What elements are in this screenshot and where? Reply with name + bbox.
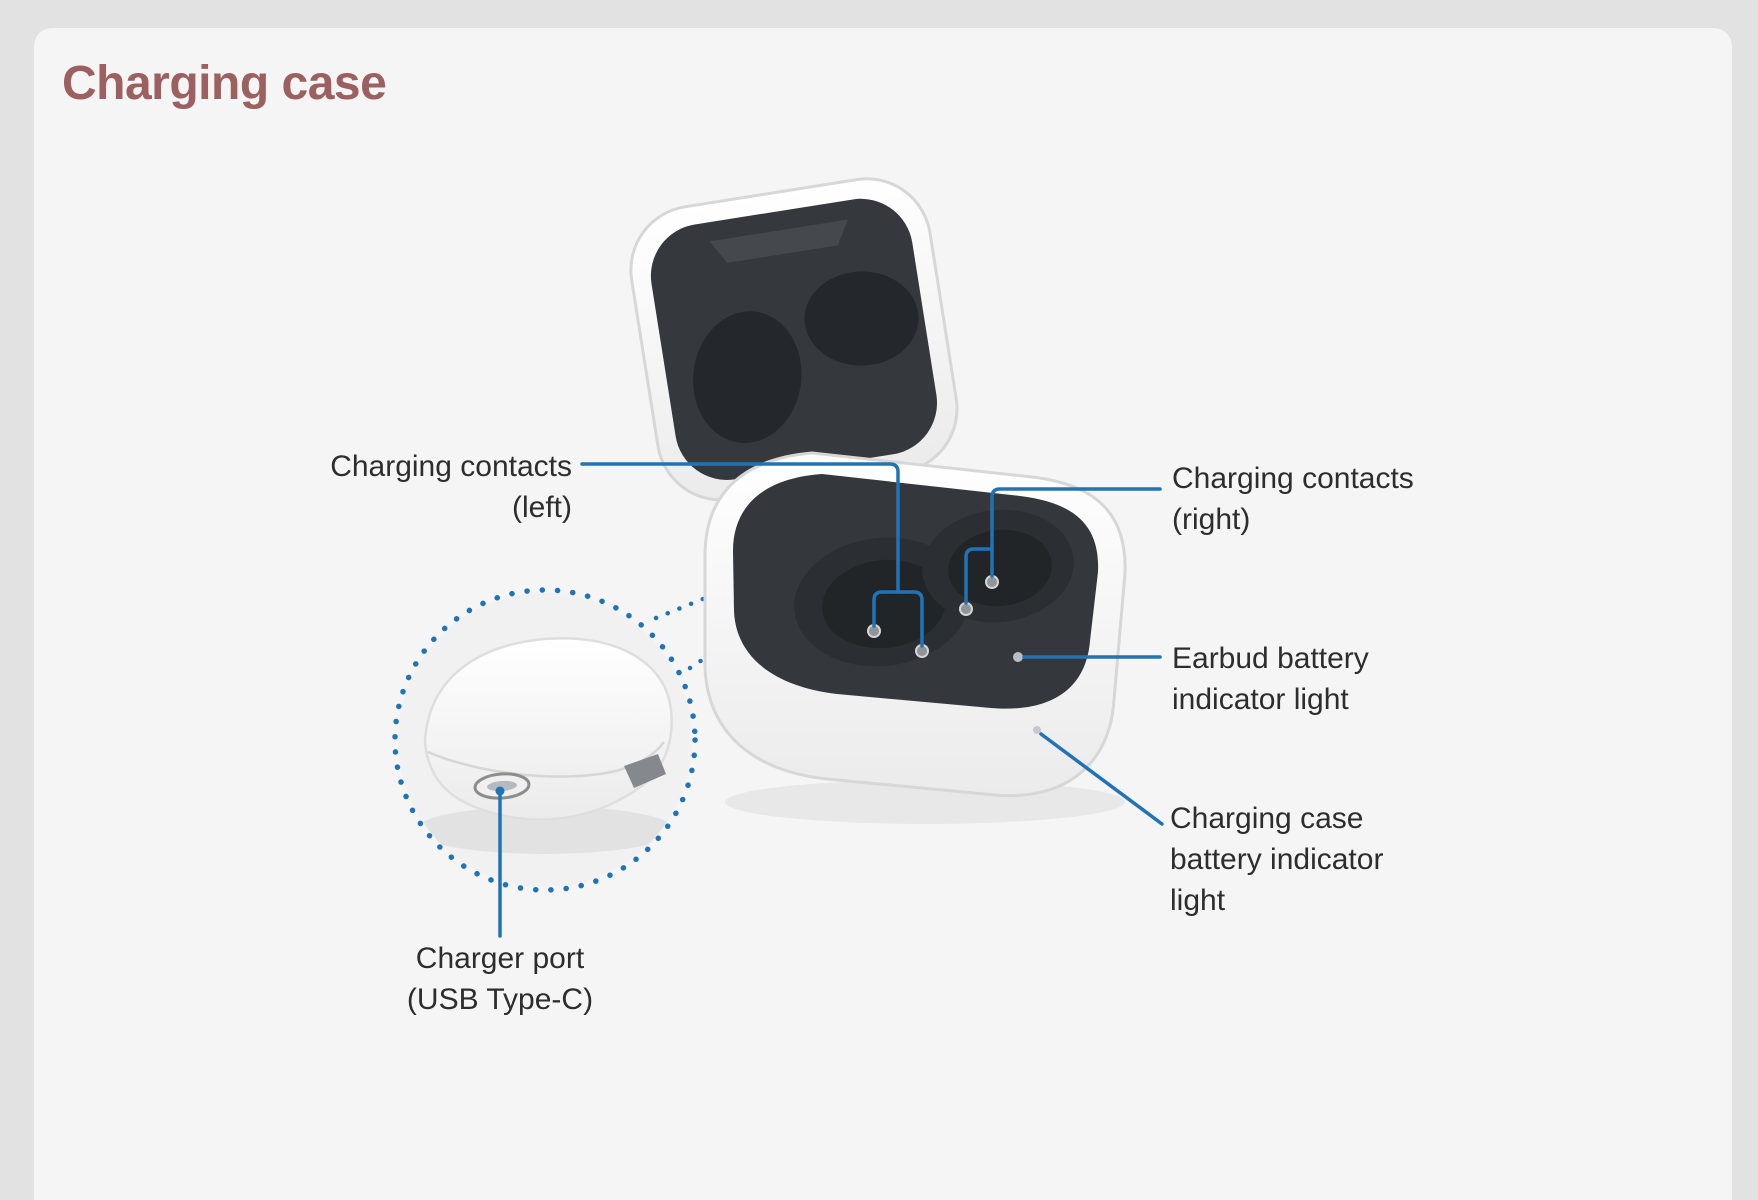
lid-recess-left xyxy=(693,311,802,443)
callout-lines xyxy=(498,462,1164,938)
earbud-battery-indicator-light xyxy=(1013,652,1023,662)
case-hinge xyxy=(624,754,666,788)
case-body xyxy=(703,451,1127,798)
label-charging-contacts-left: Charging contacts (left) xyxy=(250,446,572,528)
callout-fork-contacts-left xyxy=(872,590,924,648)
label-line-1: Charging case xyxy=(1170,802,1364,835)
lid-hinge-notch xyxy=(709,219,848,263)
label-charger-port: Charger port (USB Type-C) xyxy=(338,938,662,1020)
lid-recess-right xyxy=(804,271,919,366)
callout-endpoint-charger-port xyxy=(495,786,505,796)
magnified-case-side xyxy=(415,636,675,854)
page-title: Charging case xyxy=(62,57,387,110)
label-line-2: battery indicator xyxy=(1170,843,1384,876)
magnifier-dotted-circle xyxy=(392,587,698,893)
callout-fork-contacts-right xyxy=(964,547,994,605)
charging-contact-right-2 xyxy=(985,575,999,589)
label-line-2: (left) xyxy=(512,491,572,524)
label-line-2: (USB Type-C) xyxy=(406,983,594,1016)
case-battery-indicator-light xyxy=(1033,726,1041,734)
label-earbud-battery-indicator: Earbud battery indicator light xyxy=(1172,638,1512,720)
callout-line-case-indicator xyxy=(1039,732,1164,826)
charging-contact-right-1 xyxy=(959,602,973,616)
label-line-1: Charger port xyxy=(415,942,585,975)
charger-port-magnifier xyxy=(392,581,753,893)
label-line-2: indicator light xyxy=(1172,683,1349,716)
case-lid xyxy=(629,177,959,502)
label-line-1: Earbud battery xyxy=(1172,642,1369,675)
callout-line-contacts-left xyxy=(580,462,900,594)
callout-line-contacts-right xyxy=(990,487,1162,578)
label-line-3: light xyxy=(1170,884,1226,917)
label-case-battery-indicator: Charging case battery indicator light xyxy=(1170,798,1510,921)
label-line-1: Charging contacts xyxy=(330,450,572,483)
label-line-2: (right) xyxy=(1172,503,1251,536)
label-line-1: Charging contacts xyxy=(1172,462,1414,495)
label-charging-contacts-right: Charging contacts (right) xyxy=(1172,458,1512,540)
